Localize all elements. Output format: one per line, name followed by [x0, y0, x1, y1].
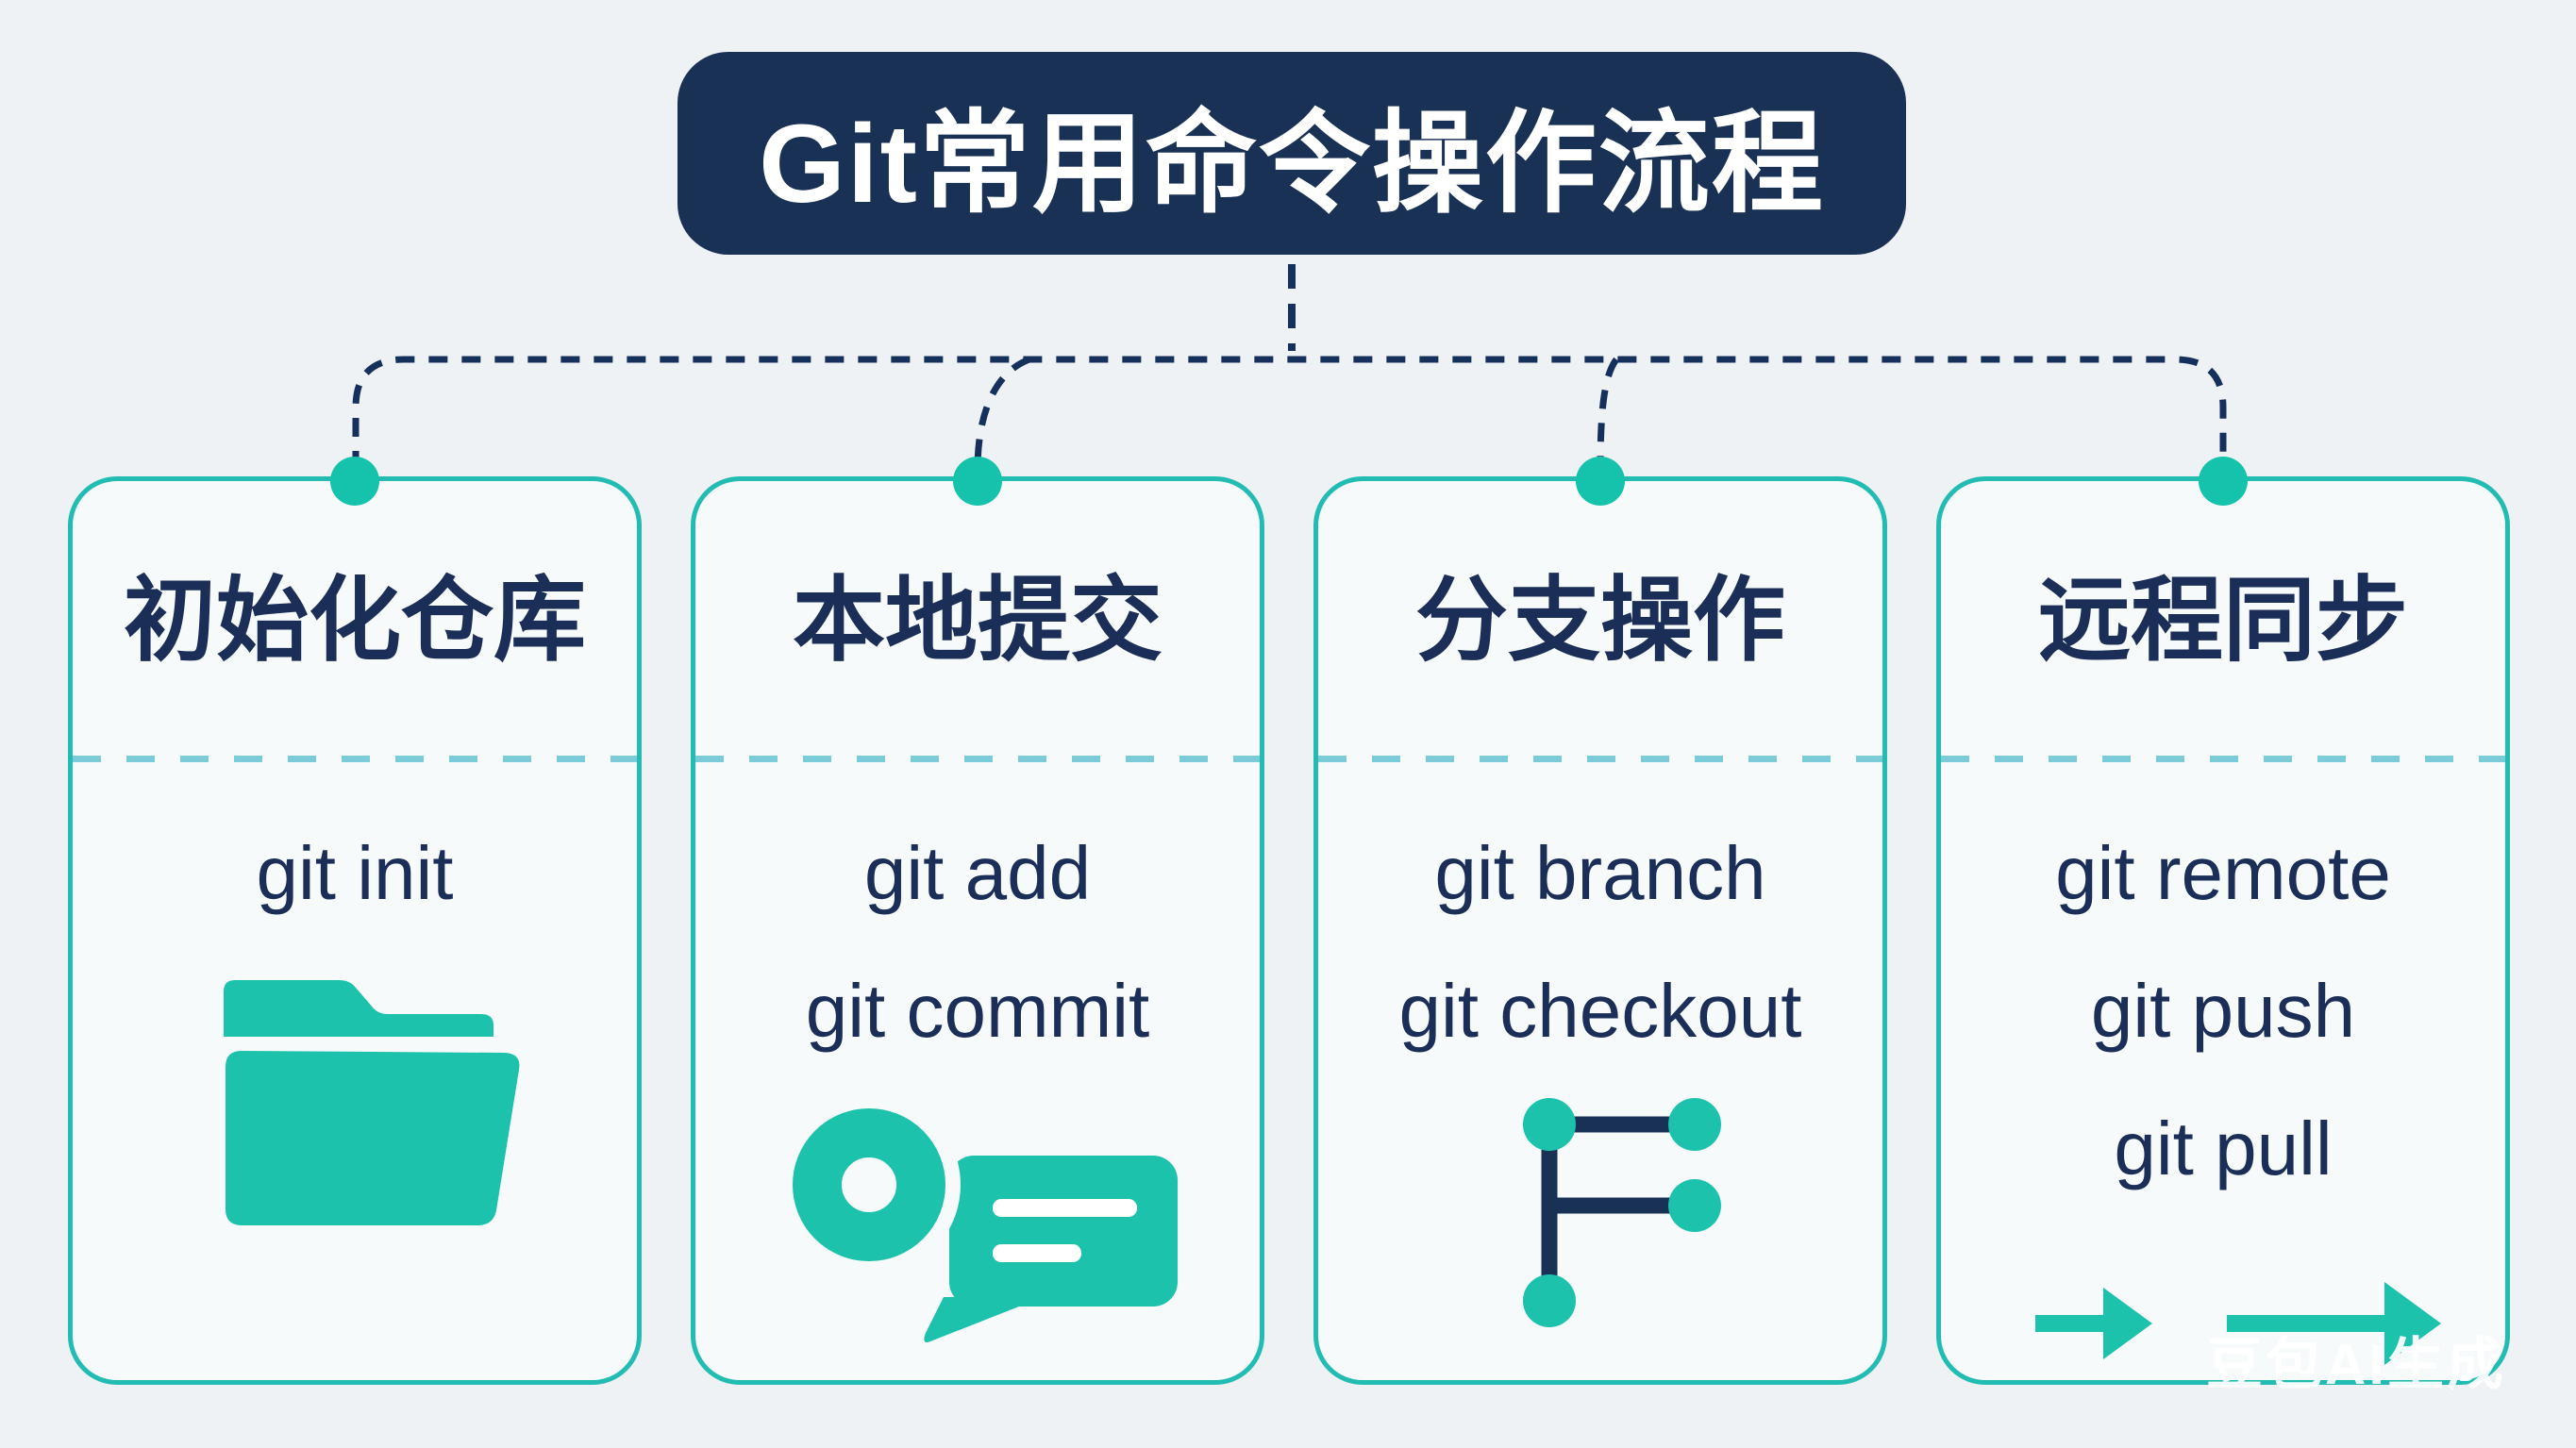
connector-drop-3: [1597, 357, 1619, 471]
card-init-repository: 初始化仓库 git init: [68, 457, 642, 1385]
connector-node-dot: [1576, 457, 1625, 506]
card-remote-sync: 远程同步 git remote git push git pull: [1936, 457, 2510, 1385]
connector-drop-2: [974, 356, 1031, 471]
command-list: git remote git push git pull: [1941, 805, 2505, 1218]
sync-arrows-icon: [2024, 1269, 2449, 1382]
page-title: Git常用命令操作流程: [677, 52, 1906, 255]
command: git checkout: [1398, 969, 1802, 1053]
card-divider: [1941, 756, 2505, 762]
command: git init: [256, 831, 454, 915]
connector-rail: [352, 356, 2227, 470]
command: git add: [863, 831, 1092, 915]
card-divider: [1318, 756, 1882, 762]
branch-icon: [1514, 1090, 1731, 1340]
command: git pull: [2114, 1107, 2333, 1190]
connector-node-dot: [330, 457, 379, 506]
card-branch-operations: 分支操作 git branch git checkout: [1313, 457, 1887, 1385]
command-list: git init: [73, 805, 637, 942]
connector-node-dot: [2199, 457, 2248, 506]
card-heading: 分支操作: [1414, 568, 1785, 672]
command-list: git branch git checkout: [1318, 805, 1882, 1080]
card-heading: 初始化仓库: [123, 568, 586, 672]
folder-icon: [222, 978, 524, 1235]
page-title-text: Git常用命令操作流程: [759, 102, 1825, 226]
card-local-commit: 本地提交 git add git commit: [691, 457, 1264, 1385]
card-divider: [695, 756, 1260, 762]
command: git remote: [2055, 831, 2391, 915]
command: git push: [2090, 969, 2356, 1053]
card-heading: 远程同步: [2037, 568, 2408, 672]
card-heading: 本地提交: [792, 568, 1163, 672]
command-list: git add git commit: [695, 805, 1260, 1080]
command: git branch: [1434, 831, 1766, 915]
commit-icon: [778, 1093, 1236, 1363]
connector-node-dot: [953, 457, 1002, 506]
card-divider: [73, 756, 637, 762]
command: git commit: [805, 969, 1150, 1053]
watermark: 豆包AI生成: [2206, 1333, 2506, 1396]
